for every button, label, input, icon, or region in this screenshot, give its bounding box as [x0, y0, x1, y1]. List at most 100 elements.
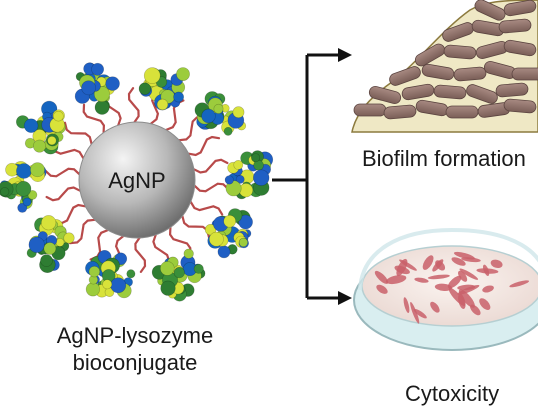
bacterium	[383, 104, 417, 120]
protein-bead	[102, 279, 113, 290]
linker-chain	[82, 103, 106, 134]
lysozyme-cluster	[0, 161, 47, 213]
protein-bead	[224, 175, 234, 185]
protein-bead	[173, 267, 185, 279]
protein-bead	[173, 91, 184, 103]
lysozyme-cluster	[151, 248, 206, 302]
lysozyme-cluster	[74, 62, 120, 115]
cell	[459, 268, 479, 280]
lysozyme-cluster	[204, 208, 253, 259]
biofilm-label: Biofilm formation	[362, 146, 526, 171]
protein-bead	[223, 214, 236, 228]
silver-nanoparticle: AgNP	[78, 121, 196, 239]
bacterium	[503, 39, 537, 57]
cell	[422, 255, 434, 270]
cell	[376, 284, 388, 294]
cell	[458, 270, 468, 282]
conjugate-label-line2: bioconjugate	[72, 350, 198, 375]
protein-bead	[94, 100, 110, 115]
protein-bead	[30, 162, 45, 178]
protein-bead	[32, 139, 46, 153]
linker-chain	[193, 182, 230, 193]
linker-chain	[192, 158, 229, 174]
protein-bead	[160, 261, 175, 276]
protein-bead	[85, 282, 100, 297]
protein-bead	[217, 245, 231, 259]
protein-bead	[105, 76, 120, 91]
protein-bead	[47, 136, 57, 146]
cell	[490, 259, 503, 268]
cell	[430, 301, 440, 313]
protein-bead	[40, 215, 57, 231]
protein-bead	[40, 254, 53, 267]
protein-bead	[91, 62, 104, 76]
cultured-cells	[374, 251, 530, 324]
linker-chain	[168, 226, 192, 257]
linker-chain	[63, 121, 93, 145]
petri-dish	[353, 227, 538, 351]
bacterium	[511, 67, 538, 81]
protein-bead	[15, 181, 32, 197]
protein-bead	[143, 67, 161, 84]
bacterium	[453, 66, 487, 82]
protein-bead	[53, 110, 64, 122]
cell	[458, 289, 475, 308]
linker-chain	[178, 115, 205, 142]
protein-bead	[81, 80, 96, 96]
linker-chain	[189, 200, 224, 216]
bacterium	[389, 66, 421, 86]
lysozyme-cluster	[85, 249, 136, 299]
cell	[509, 280, 530, 288]
cell	[482, 264, 490, 276]
protein-bead	[223, 126, 233, 136]
linker-chain	[69, 218, 96, 245]
bacterium	[353, 103, 387, 117]
lysozyme-cluster	[26, 215, 75, 273]
lysozyme-cluster	[138, 67, 190, 111]
conjugate-label-line1: AgNP-lysozyme	[56, 323, 214, 348]
arrow-head-lower	[338, 291, 352, 305]
linker-chain	[181, 215, 211, 239]
cytotoxicity-label: Cytoxicity	[405, 381, 500, 406]
bacterium	[466, 84, 498, 104]
protein-bead	[28, 236, 45, 253]
cell	[451, 257, 466, 266]
cell	[479, 298, 491, 310]
cell	[413, 308, 427, 319]
protein-bead	[253, 169, 270, 186]
protein-bead	[63, 232, 75, 244]
protein-bead	[233, 159, 244, 170]
protein-bead	[208, 231, 224, 247]
protein-bead	[160, 280, 176, 296]
protein-bead	[22, 197, 32, 207]
protein-bead	[213, 103, 224, 114]
protein-bead	[16, 163, 32, 179]
cell	[385, 275, 407, 285]
protein-bead	[138, 82, 152, 95]
lysozyme-cluster	[224, 150, 274, 200]
bacterium	[495, 82, 529, 98]
cell	[414, 277, 429, 283]
cell	[482, 285, 494, 293]
linker-chain	[134, 236, 147, 273]
protein-bead	[193, 263, 204, 274]
cell	[461, 257, 481, 263]
cell	[447, 275, 462, 289]
protein-bead	[110, 277, 127, 294]
arrow-head-upper	[338, 48, 352, 62]
protein-bead	[156, 98, 169, 111]
cell	[403, 297, 410, 313]
bacterium	[401, 83, 435, 101]
protein-bead	[43, 242, 57, 255]
bacterium	[474, 0, 506, 21]
linker-chain	[127, 87, 140, 124]
protein-bead	[204, 224, 217, 236]
cell	[374, 270, 389, 284]
cell	[434, 283, 452, 291]
protein-bead	[17, 202, 28, 213]
lysozyme-proteins	[0, 62, 274, 302]
linker-chain	[44, 167, 81, 178]
bacterium	[498, 18, 532, 34]
bacteria-rods	[353, 0, 538, 120]
